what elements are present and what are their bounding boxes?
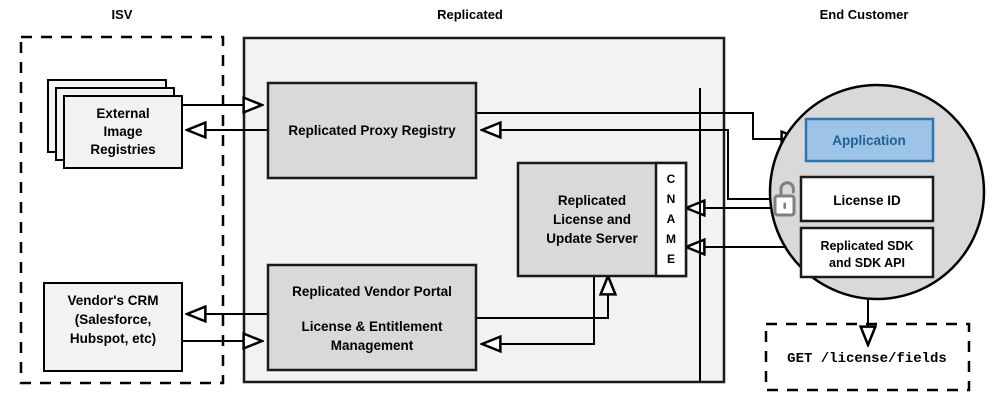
- cname-letter-a: A: [667, 212, 676, 226]
- license-id-rect: [799, 175, 935, 223]
- vendor-portal-label-line2: License & Entitlement: [301, 319, 443, 334]
- cname-letter-c: C: [667, 172, 676, 186]
- sdk-rect: [799, 226, 935, 279]
- license-server-label-line2: License and: [553, 212, 631, 227]
- zone-title-isv: ISV: [112, 7, 133, 22]
- connector-license-server-to-portal: [482, 276, 595, 344]
- proxy-registry-label: Replicated Proxy Registry: [288, 123, 456, 138]
- cname-sub-box: C N A M E: [654, 161, 688, 278]
- proxy-registry-rect: [266, 81, 478, 180]
- replicated-proxy-registry-box[interactable]: Replicated Proxy Registry: [266, 81, 478, 180]
- api-request-label: GET /license/fields: [787, 351, 947, 367]
- sdk-label-line2: and SDK API: [829, 256, 905, 270]
- vendor-portal-label-line1: Replicated Vendor Portal: [292, 284, 452, 299]
- external-image-registries[interactable]: External Image Registries: [47, 79, 183, 169]
- sdk-label-line1: Replicated SDK: [820, 239, 913, 253]
- registries-label-line2: Image: [103, 124, 143, 139]
- application-box[interactable]: Application: [804, 117, 935, 163]
- license-id-label: License ID: [833, 193, 901, 208]
- crm-label-line1: Vendor's CRM: [68, 293, 159, 308]
- cname-letter-n: N: [667, 192, 676, 206]
- unlock-icon: [773, 181, 796, 217]
- registry-card-front: [63, 95, 183, 169]
- crm-label-line3: Hubspot, etc): [70, 331, 156, 346]
- application-rect: [804, 117, 935, 163]
- connector-proxy-to-application: [475, 112, 800, 139]
- application-label: Application: [832, 133, 906, 148]
- api-request-box: GET /license/fields: [764, 322, 971, 392]
- cname-rect: [654, 161, 688, 278]
- license-id-box[interactable]: License ID: [799, 175, 935, 223]
- vendors-crm-box[interactable]: Vendor's CRM (Salesforce, Hubspot, etc): [43, 282, 183, 372]
- registries-label-line3: Registries: [90, 142, 155, 157]
- license-server-label-line1: Replicated: [558, 193, 626, 208]
- api-request-boundary: [764, 322, 971, 392]
- crm-label-line2: (Salesforce,: [75, 312, 152, 327]
- registries-label-line1: External: [96, 106, 149, 121]
- replicated-vendor-portal-box[interactable]: Replicated Vendor Portal License & Entit…: [266, 263, 478, 372]
- vendor-portal-label-line3: Management: [331, 338, 414, 353]
- connector-customer-to-proxy: [482, 130, 775, 200]
- vendor-portal-rect: [266, 263, 478, 372]
- license-server-label-line3: Update Server: [546, 231, 638, 246]
- replicated-license-update-server-box[interactable]: Replicated License and Update Server C N…: [516, 161, 688, 278]
- cname-letter-m: M: [666, 232, 676, 246]
- replicated-sdk-box[interactable]: Replicated SDK and SDK API: [799, 226, 935, 279]
- zone-title-replicated: Replicated: [437, 7, 503, 22]
- vendors-crm-rect: [43, 282, 183, 372]
- connector-portal-to-license-server: [475, 276, 608, 319]
- zone-title-end-customer: End Customer: [820, 7, 909, 22]
- cname-letter-e: E: [667, 252, 675, 266]
- isv-zone-boundary: [19, 35, 225, 385]
